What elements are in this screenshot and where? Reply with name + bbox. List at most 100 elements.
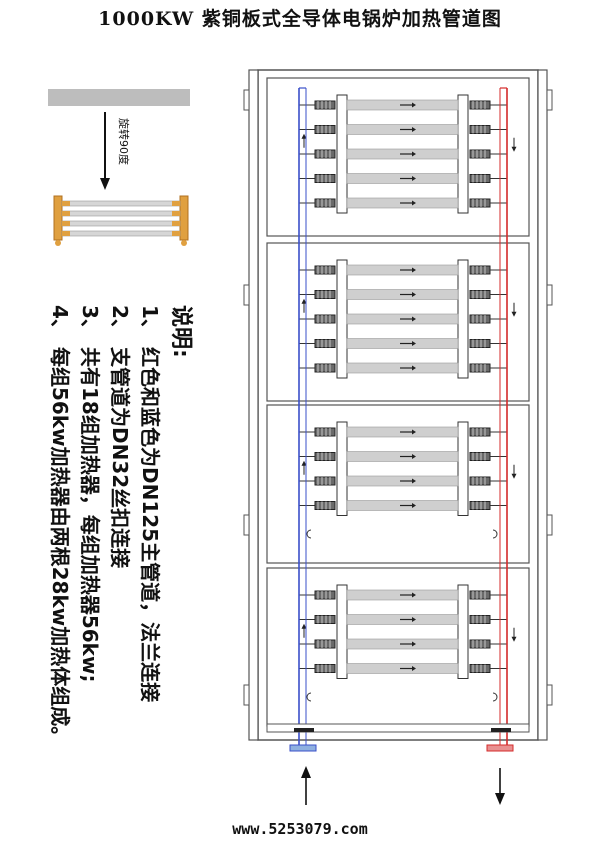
notes-block: 说明: 1、红色和蓝色为DN125主管道，法兰连接 2、支管道为DN32丝扣连接…	[45, 305, 195, 785]
note-num: 1、	[138, 305, 162, 339]
rotate-label: 旋转90度	[117, 118, 130, 165]
heater-tube-end	[62, 211, 70, 216]
union-fitting	[314, 664, 336, 673]
plain-bar	[48, 89, 190, 106]
union-fitting	[314, 125, 336, 134]
flow-arrow-head	[412, 641, 416, 647]
heater-tube	[61, 200, 181, 207]
frame-left-rail	[248, 69, 259, 741]
rotate-arrow-head	[100, 178, 110, 190]
flow-arrow-head	[412, 102, 416, 108]
flow-arrow-head	[412, 478, 416, 484]
heater-right-flange	[179, 195, 189, 241]
note-num: 3、	[78, 305, 102, 339]
mount-plate-right	[457, 421, 469, 516]
heater-tube	[61, 210, 181, 217]
up-flow-arrow-head	[301, 460, 307, 466]
union-fitting	[314, 501, 336, 510]
blank-plug	[492, 529, 498, 539]
flow-arrow-head	[412, 316, 416, 322]
mount-plate-left	[336, 584, 348, 679]
note-num: 4、	[48, 305, 72, 339]
note-text: 每组56kw加热器由两根28kw加热体组成。	[48, 347, 72, 747]
blank-plug	[492, 692, 498, 702]
page-title: 1000KW 紫铜板式全导体电锅炉加热管道图	[98, 8, 502, 30]
heater-tube	[61, 220, 181, 227]
union-fitting	[314, 339, 336, 348]
flow-arrow-head	[412, 666, 416, 671]
note-item-1: 1、红色和蓝色为DN125主管道，法兰连接	[135, 305, 165, 785]
notes-heading: 说明:	[168, 305, 193, 358]
note-item-2: 2、支管道为DN32丝扣连接	[105, 305, 135, 785]
note-text: 共有18组加热器，每组加热器56kw;	[78, 347, 102, 683]
union-fitting	[314, 615, 336, 624]
mount-plate-right	[457, 94, 469, 214]
blank-plug	[306, 529, 312, 539]
mount-plate-left	[336, 94, 348, 214]
heater-tube-end	[172, 201, 180, 206]
flow-arrow-head	[412, 176, 416, 181]
frame-tab	[243, 89, 250, 111]
outlet-arrow-head	[495, 793, 505, 805]
frame-tab	[546, 89, 553, 111]
union-fitting	[314, 100, 336, 110]
union-fitting	[314, 476, 336, 486]
heater-tube-end	[172, 211, 180, 216]
mount-plate-right	[457, 584, 469, 679]
frame-tab	[546, 684, 553, 706]
frame-tab	[546, 284, 553, 306]
union-fitting	[314, 590, 336, 600]
up-flow-arrow-head	[301, 133, 307, 139]
flow-arrow-head	[412, 292, 416, 297]
up-flow-arrow-head	[301, 623, 307, 629]
heater-left-flange	[53, 195, 63, 241]
flow-arrow-head	[412, 454, 416, 459]
heater-tube-end	[62, 231, 70, 236]
base-rail	[266, 723, 530, 733]
heater-tube-end	[172, 231, 180, 236]
flow-arrow-head	[412, 365, 416, 371]
heater-tube-end	[172, 221, 180, 226]
down-flow-arrow-head	[511, 311, 517, 317]
flow-arrow-head	[412, 127, 416, 132]
heater-tube-end	[62, 201, 70, 206]
union-fitting	[314, 198, 336, 208]
flow-arrow-head	[412, 267, 416, 273]
flow-arrow-head	[412, 617, 416, 622]
inlet-arrow-head	[301, 766, 311, 778]
pipe-support	[294, 728, 314, 732]
note-num: 2、	[108, 305, 132, 339]
return-flange	[486, 744, 514, 752]
frame-tab	[546, 514, 553, 536]
note-item-3: 3、共有18组加热器，每组加热器56kw;	[75, 305, 105, 785]
note-text: 支管道为DN32丝扣连接	[108, 347, 132, 569]
flow-arrow-head	[412, 592, 416, 598]
flow-arrow-head	[412, 200, 416, 206]
union-fitting	[314, 452, 336, 461]
note-text: 红色和蓝色为DN125主管道，法兰连接	[138, 347, 162, 703]
union-fitting	[314, 363, 336, 373]
down-flow-arrow-head	[511, 636, 517, 642]
union-fitting	[314, 149, 336, 159]
website-url: www.5253079.com	[232, 820, 368, 838]
union-fitting	[314, 290, 336, 299]
mount-plate-left	[336, 421, 348, 516]
supply-flange	[289, 744, 317, 752]
heater-bolt	[55, 240, 61, 246]
flow-arrow-head	[412, 503, 416, 508]
frame-tab	[243, 284, 250, 306]
frame-tab	[243, 684, 250, 706]
union-fitting	[314, 265, 336, 275]
mount-plate-right	[457, 259, 469, 379]
flow-arrow-head	[412, 341, 416, 346]
union-fitting	[314, 314, 336, 324]
frame-tab	[243, 514, 250, 536]
mount-plate-left	[336, 259, 348, 379]
down-flow-arrow-head	[511, 146, 517, 152]
pipe-support	[491, 728, 511, 732]
blank-plug	[306, 692, 312, 702]
down-flow-arrow-head	[511, 473, 517, 479]
heater-tube	[61, 230, 181, 237]
union-fitting	[314, 639, 336, 649]
